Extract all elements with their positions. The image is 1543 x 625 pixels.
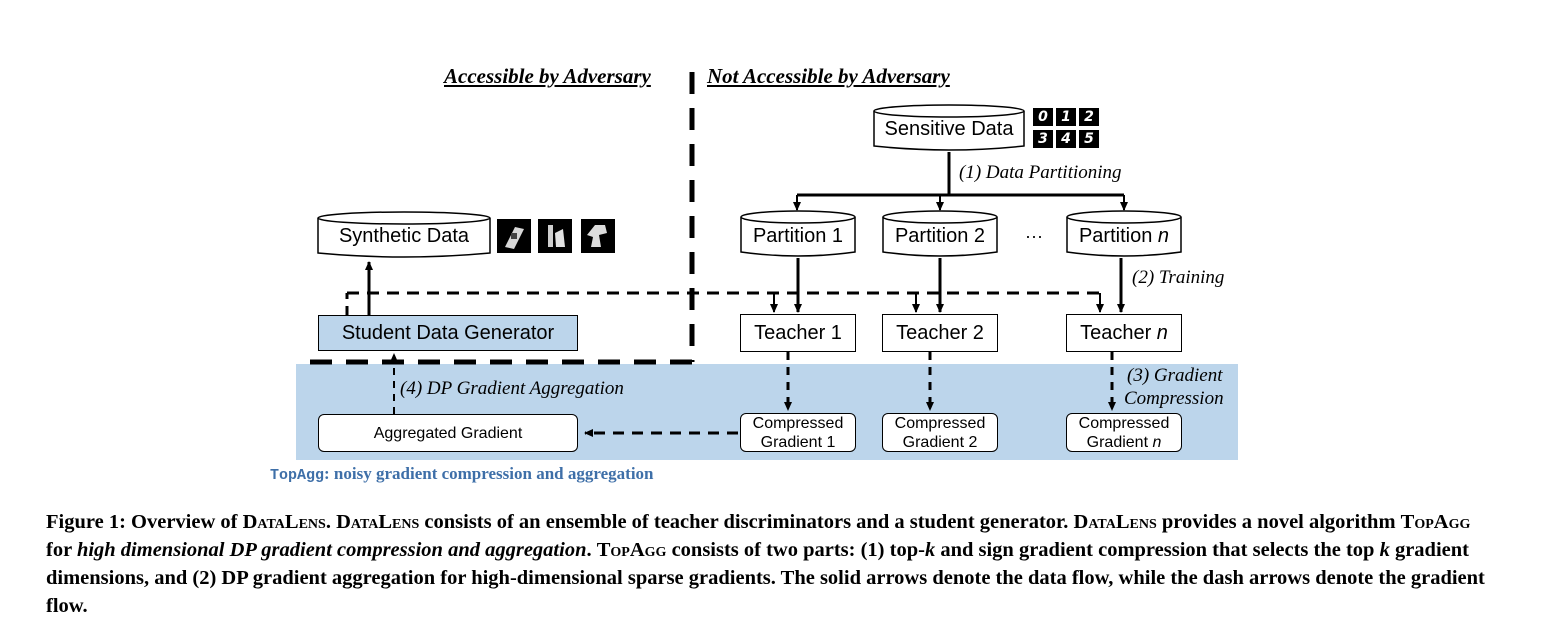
caption-text: . (586, 539, 597, 561)
synthetic-sample-image (581, 219, 615, 253)
topagg-label: TopAgg: noisy gradient compression and a… (270, 464, 654, 484)
teacher-n-box: Teacher n (1066, 314, 1182, 352)
digit-image: 1 (1056, 108, 1076, 126)
step-data-partitioning: (1) Data Partitioning (959, 162, 1122, 183)
compressed-label: Compressed (752, 414, 844, 432)
digit-image: 4 (1056, 130, 1076, 148)
compressed-gradient-2-label: Gradient 2 (902, 433, 978, 451)
partition-n-prefix: Partition (1078, 225, 1158, 247)
step-dp-aggregation: (4) DP Gradient Aggregation (400, 378, 624, 399)
caption-text: . (325, 511, 337, 533)
teacher-1-box: Teacher 1 (740, 314, 856, 352)
compressed-gradient-n-label: Gradient n (1087, 433, 1162, 452)
compressed-gradient-1-label: Gradient 1 (760, 433, 836, 451)
teacher-n-prefix: Teacher (1080, 321, 1152, 344)
caption-text: consists of an ensemble of teacher discr… (419, 511, 1074, 533)
synthetic-data-cylinder (317, 211, 491, 258)
partition-1-label: Partition 1 (752, 225, 844, 247)
step-training: (2) Training (1132, 267, 1225, 288)
partition-cylinder (882, 210, 998, 257)
accessible-header: Accessible by Adversary (444, 64, 651, 88)
compressed-gradient-n-box: Compressed Gradient n (1066, 413, 1182, 452)
student-generator-label: Student Data Generator (341, 321, 555, 344)
step-gradient-compression-2: Compression (1124, 388, 1224, 409)
flow-arrows (296, 72, 1128, 437)
teacher-2-label: Teacher 2 (896, 321, 984, 344)
caption-datalens: DataLens (336, 511, 420, 533)
digit-image: 5 (1079, 130, 1099, 148)
aggregated-gradient-box: Aggregated Gradient (318, 414, 578, 452)
teacher-1-label: Teacher 1 (754, 321, 842, 344)
teacher-2-box: Teacher 2 (882, 314, 998, 352)
student-generator-box: Student Data Generator (318, 315, 578, 351)
compressed-label: Compressed (1078, 414, 1170, 432)
caption-datalens: DataLens (242, 511, 326, 533)
caption-topagg: TopAgg (596, 539, 667, 561)
caption-text: gradient dimensions, and (2) DP gradient… (46, 539, 1485, 617)
compressed-label: Compressed (894, 414, 986, 432)
digit-image: 3 (1033, 130, 1053, 148)
partition-2-label: Partition 2 (894, 225, 986, 247)
digit-image: 0 (1033, 108, 1053, 126)
partition-ellipsis: ··· (1025, 226, 1043, 246)
caption-text: provides a novel algorithm (1156, 511, 1401, 533)
caption-text: and sign gradient compression that selec… (935, 539, 1380, 561)
compressed-n-prefix: Gradient (1086, 433, 1153, 451)
compressed-gradient-1-box: Compressed Gradient 1 (740, 413, 856, 452)
figure-caption: Figure 1: Overview of DataLens. DataLens… (46, 508, 1496, 620)
caption-text: for (46, 539, 77, 561)
partition-n-var: n (1157, 225, 1170, 247)
aggregated-gradient-label: Aggregated Gradient (373, 424, 523, 442)
sensitive-data-cylinder (873, 104, 1025, 151)
not-accessible-header: Not Accessible by Adversary (707, 64, 950, 88)
compressed-gradient-2-box: Compressed Gradient 2 (882, 413, 998, 452)
caption-text: Overview of (125, 511, 243, 533)
synthetic-sample-image (538, 219, 572, 253)
synthetic-data-label: Synthetic Data (338, 225, 470, 247)
partition-n-label: Partition n (1066, 225, 1182, 248)
caption-k: k (1379, 539, 1390, 561)
step-gradient-compression-1: (3) Gradient (1127, 365, 1223, 386)
topagg-desc: : noisy gradient compression and aggrega… (324, 464, 654, 483)
caption-topagg: TopAgg (1400, 511, 1471, 533)
synthetic-sample-image (497, 219, 531, 253)
compressed-n-var: n (1152, 433, 1162, 451)
digit-image: 2 (1079, 108, 1099, 126)
sensitive-data-label: Sensitive Data (884, 118, 1014, 140)
caption-emphasis: high dimensional DP gradient compression… (76, 539, 587, 561)
caption-k: k (924, 539, 936, 561)
topagg-name: TopAgg (270, 467, 325, 484)
partition-cylinder (740, 210, 856, 257)
partition-cylinder (1066, 210, 1182, 257)
datalens-overview-figure: Accessible by Adversary Not Accessible b… (270, 64, 1238, 484)
caption-datalens: DataLens (1073, 511, 1157, 533)
teacher-n-var: n (1156, 321, 1168, 344)
caption-label: Figure 1: (46, 511, 126, 533)
caption-text: consists of two parts: (1) top- (666, 539, 925, 561)
